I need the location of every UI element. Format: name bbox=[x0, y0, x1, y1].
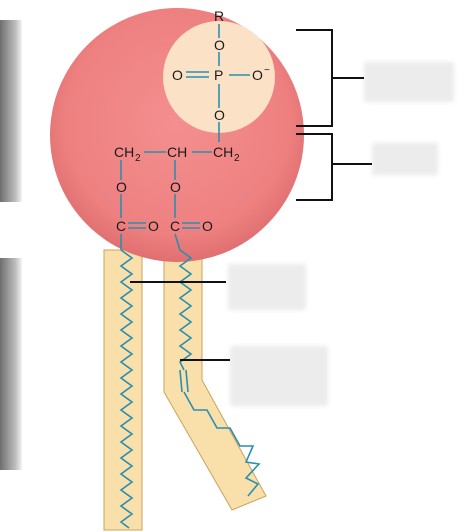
double-bond-line-2 bbox=[185, 369, 189, 393]
saturated-chain bbox=[119, 249, 134, 529]
subscript-right: 2 bbox=[234, 153, 240, 164]
atom-O-carbonyl-right: O bbox=[202, 218, 213, 234]
unsaturated-tail bbox=[163, 249, 267, 511]
right-bracket-icon bbox=[296, 133, 333, 201]
unsaturated-chain-lower bbox=[183, 391, 261, 497]
atom-R: R bbox=[214, 8, 224, 24]
glycerol-label-box[interactable] bbox=[372, 143, 438, 175]
atom-O-minus: O bbox=[252, 67, 263, 83]
atom-C-right: C bbox=[170, 218, 180, 234]
phosphate-highlight bbox=[163, 21, 275, 133]
atom-O-left: O bbox=[172, 67, 183, 83]
double-bond-line-1 bbox=[179, 369, 183, 393]
atom-O-top: O bbox=[214, 37, 225, 53]
atom-O-bridge: O bbox=[214, 107, 225, 123]
subscript-left: 2 bbox=[135, 153, 141, 164]
tail-region-side-bar bbox=[0, 258, 22, 470]
atom-P: P bbox=[214, 67, 223, 83]
atom-C-left: C bbox=[116, 218, 126, 234]
atom-O-ester-left: O bbox=[116, 179, 127, 195]
atom-O-carbonyl-left: O bbox=[148, 218, 159, 234]
atom-CH2-left: CH bbox=[114, 144, 134, 160]
bond-C-tail-right bbox=[174, 233, 181, 251]
head-region-side-bar bbox=[0, 20, 22, 202]
minus-sign: − bbox=[264, 65, 270, 76]
saturated-tail-label-box[interactable] bbox=[228, 264, 306, 310]
atom-O-ester-right: O bbox=[170, 179, 181, 195]
atom-CH2-right: CH bbox=[213, 144, 233, 160]
unsaturated-chain-upper bbox=[178, 249, 193, 371]
unsaturated-tail-label-box[interactable] bbox=[230, 346, 328, 406]
atom-CH: CH bbox=[167, 144, 187, 160]
phosphate-group-label-box[interactable] bbox=[364, 62, 454, 102]
